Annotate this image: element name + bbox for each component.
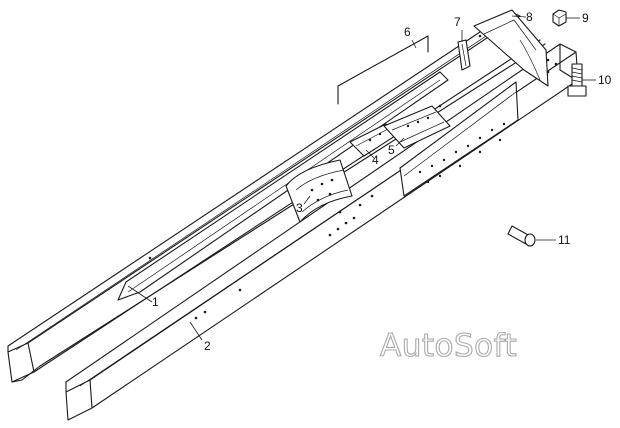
nut-icon — [552, 9, 567, 27]
gusset-plate-6 — [337, 35, 429, 105]
callout-9: 9 — [582, 11, 589, 25]
callout-7: 7 — [454, 15, 461, 29]
bolt-icon — [567, 63, 587, 97]
callout-5: 5 — [388, 143, 395, 157]
rear-cross-member-8 — [473, 9, 549, 87]
cross-member-5 — [383, 105, 451, 149]
pin-icon — [507, 225, 536, 247]
watermark-text: AutoSoft — [380, 328, 517, 364]
bracket-7 — [457, 39, 471, 71]
callout-8: 8 — [526, 10, 533, 24]
callout-11: 11 — [558, 233, 571, 247]
rail-liner — [117, 71, 449, 301]
cross-member-3 — [285, 159, 353, 223]
callout-6: 6 — [404, 25, 411, 39]
callout-1: 1 — [152, 295, 159, 309]
callout-10: 10 — [598, 73, 612, 87]
reinforcement-plate — [399, 81, 519, 197]
callout-3: 3 — [296, 201, 303, 215]
callout-2: 2 — [204, 339, 211, 353]
callout-4: 4 — [372, 153, 379, 167]
rail-holes — [148, 22, 558, 320]
leader-lines — [127, 15, 596, 341]
